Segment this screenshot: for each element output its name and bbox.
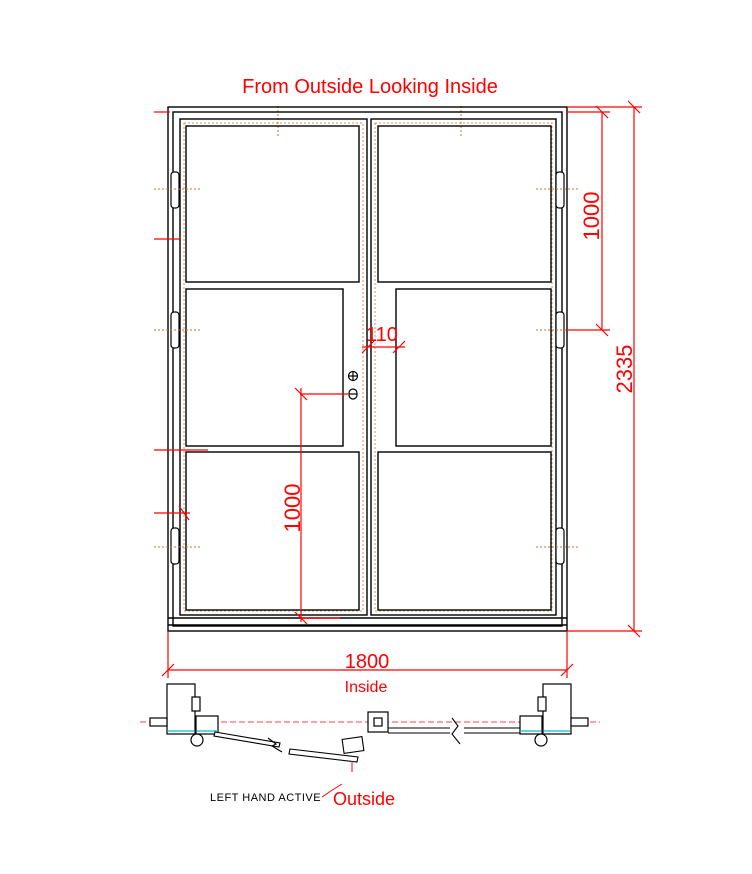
left-bottom-glass [185, 451, 360, 611]
inside-label: Inside [345, 679, 388, 696]
left-hinges [170, 171, 180, 565]
left-leaf-plan [213, 731, 281, 748]
door-handle-icon [347, 370, 359, 400]
meeting-stile-icon [367, 711, 389, 733]
left-leaf-plan-end [288, 748, 359, 763]
dimension-1800: 1800 [345, 651, 390, 673]
right-jamb-icon [519, 683, 589, 747]
left-jamb-icon [149, 683, 219, 747]
right-top-glass [377, 125, 552, 283]
dimension-1000-top: 1000 [579, 192, 604, 241]
right-middle-glass [395, 288, 552, 447]
left-door-leaf [179, 118, 368, 616]
drawing-title: From Outside Looking Inside [242, 76, 498, 98]
left-top-glass [185, 125, 360, 283]
right-leaf-plan [388, 717, 520, 745]
dimension-lines [154, 100, 642, 678]
outside-label: Outside [333, 789, 395, 809]
title-pointers [277, 106, 462, 138]
dimension-2335: 2335 [612, 345, 637, 394]
door-frame [167, 106, 568, 632]
plan-section [140, 683, 600, 772]
dimension-110: 110 [366, 324, 398, 346]
left-hand-active-label: LEFT HAND ACTIVE [210, 792, 321, 804]
left-break-mark [267, 737, 283, 753]
right-bottom-glass [377, 451, 552, 611]
right-door-leaf [370, 118, 557, 616]
right-hinges [555, 171, 565, 565]
left-middle-glass [185, 288, 344, 447]
dimension-1000-handle: 1000 [280, 484, 305, 533]
active-leaf-lock-icon [341, 736, 365, 754]
outside-leader [321, 783, 343, 798]
